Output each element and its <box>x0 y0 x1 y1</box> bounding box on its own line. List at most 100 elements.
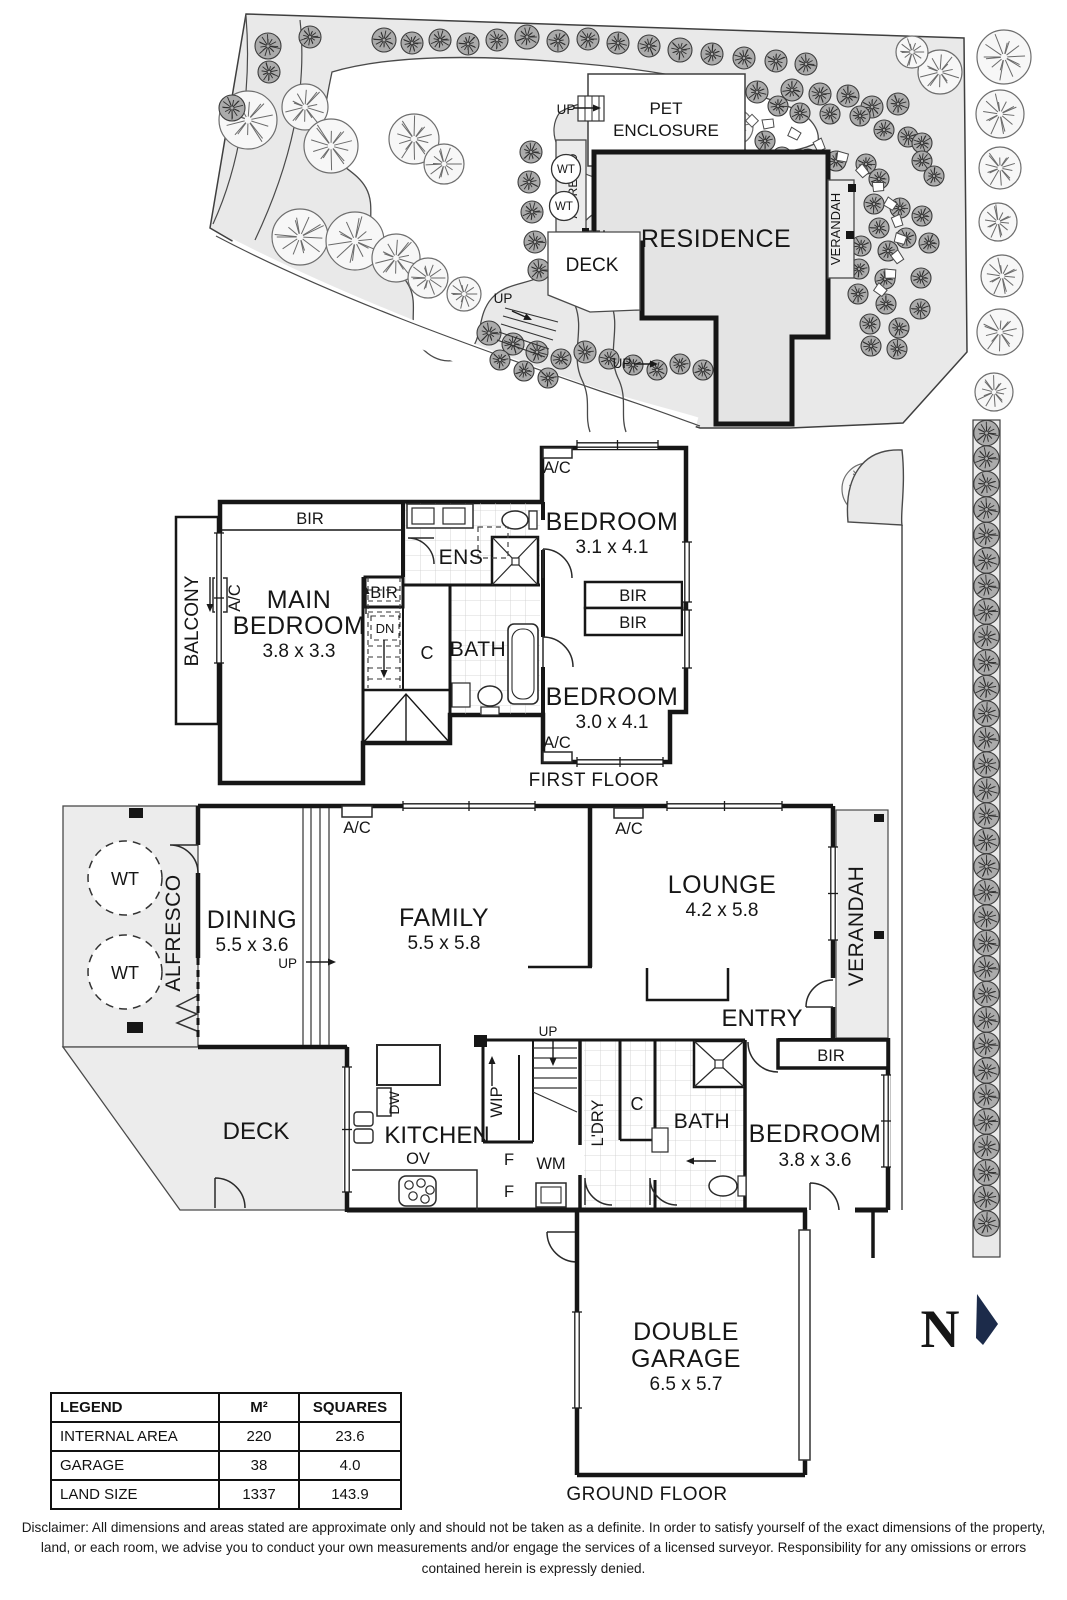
tree-icon <box>973 827 1000 855</box>
tree-icon <box>546 29 570 53</box>
tree-icon <box>371 27 397 53</box>
lounge-label: LOUNGE <box>668 871 777 899</box>
tree-icon <box>485 28 509 52</box>
tree-icon <box>519 140 543 164</box>
garage-label: GARAGE <box>631 1345 741 1373</box>
table-row: GARAGE 38 4.0 <box>50 1450 402 1481</box>
cooktop-icon <box>398 1175 437 1207</box>
tree-icon <box>973 802 1000 829</box>
tree-icon <box>976 29 1032 85</box>
legend-header-m2: M² <box>218 1392 300 1423</box>
bir-label: BIR <box>619 587 647 605</box>
tree-icon <box>257 60 281 84</box>
main-bedroom-dims: 3.8 x 3.3 <box>263 641 336 662</box>
north-arrow-icon <box>976 1294 998 1345</box>
tree-icon <box>780 78 804 102</box>
window <box>342 1066 352 1193</box>
bedroom1-dims: 3.1 x 4.1 <box>576 537 649 558</box>
tree-icon <box>918 232 940 254</box>
stepping-stone <box>761 118 775 130</box>
north-label: N <box>921 1299 960 1359</box>
tree-icon <box>476 320 502 346</box>
door-arcs <box>169 844 840 1263</box>
up-label: UP <box>613 356 632 371</box>
stepping-stones <box>761 118 908 298</box>
toilet-icon <box>477 685 503 707</box>
main-bedroom-label: BEDROOM <box>233 612 366 640</box>
tree-icon <box>523 230 547 254</box>
tree-icon <box>973 1210 1000 1237</box>
tree-icon <box>973 649 1000 676</box>
window <box>214 532 224 664</box>
tree-icon <box>978 146 1022 190</box>
ac-label: A/C <box>543 734 571 752</box>
window <box>828 846 838 941</box>
legend-row-squares: 4.0 <box>298 1450 402 1481</box>
direction-arrow-icon <box>206 577 214 612</box>
sink-icon <box>353 1128 374 1144</box>
dining-label: DINING <box>207 906 298 934</box>
tree-icon <box>973 1082 1000 1110</box>
dn-label: DN <box>376 621 395 636</box>
tree-icon <box>550 348 572 370</box>
wip-label: WIP <box>488 1086 506 1117</box>
tree-icon <box>520 200 544 224</box>
pet-enclosure-label-1: PET <box>649 99 682 118</box>
kitchen-label: KITCHEN <box>384 1122 489 1149</box>
deck-area <box>61 1046 348 1211</box>
tree-icon <box>298 25 322 49</box>
tree-icon <box>637 34 661 58</box>
bedroom1-label: BEDROOM <box>546 508 679 536</box>
legend-header-squares: SQUARES <box>298 1392 402 1423</box>
tree-icon <box>789 102 811 124</box>
stepping-stone <box>893 232 908 245</box>
up-label: UP <box>494 291 513 306</box>
tree-icon <box>973 904 1000 931</box>
tree-icon <box>923 165 945 187</box>
dining-dims: 5.5 x 3.6 <box>216 935 289 956</box>
tree-icon <box>732 46 756 70</box>
tree-icon <box>573 340 597 364</box>
tree-icon <box>489 349 511 371</box>
tree-icon <box>973 1133 1000 1161</box>
direction-arrow-icon <box>380 640 388 678</box>
tree-icon <box>767 95 789 117</box>
arrows <box>206 104 716 1165</box>
table-row: INTERNAL AREA 220 23.6 <box>50 1421 402 1452</box>
verandah-label: VERANDAH <box>845 866 868 987</box>
ac-label: A/C <box>343 819 371 837</box>
stairs-up <box>302 808 330 1045</box>
stairs-down <box>367 577 401 688</box>
stepping-stone <box>872 282 888 298</box>
tree-icon <box>973 853 1000 880</box>
ground-floor-plan: WT WT ALFRESCO DECK VERANDAH <box>61 803 891 1505</box>
window <box>682 541 692 603</box>
ac-label: A/C <box>226 584 244 612</box>
tree-icon <box>973 751 1000 778</box>
legend-row-m2: 220 <box>218 1421 300 1452</box>
tree-icon <box>909 298 931 320</box>
bedroom-dims: 3.8 x 3.6 <box>779 1150 852 1171</box>
stepping-stone <box>854 163 870 179</box>
tree-icon <box>423 143 465 185</box>
tree-icon <box>860 335 882 357</box>
closet-label: C <box>421 643 434 663</box>
site-deck-area <box>547 231 641 313</box>
tree-icon <box>886 338 908 360</box>
bathtub-icon <box>507 623 539 705</box>
legend-row-m2: 38 <box>218 1450 300 1481</box>
tree-icon <box>973 674 1000 702</box>
bath-label: BATH <box>450 638 506 661</box>
tree-icon <box>886 92 910 116</box>
tree-icon <box>598 348 620 370</box>
direction-arrow-icon <box>488 1056 496 1086</box>
garden-bed <box>846 449 905 526</box>
fridge-label: F <box>504 1151 514 1169</box>
stepping-stone <box>884 268 897 279</box>
bir-label: BIR <box>296 510 324 528</box>
tree-icon <box>911 150 933 172</box>
legend-row-squares: 23.6 <box>298 1421 402 1452</box>
window <box>682 609 692 669</box>
